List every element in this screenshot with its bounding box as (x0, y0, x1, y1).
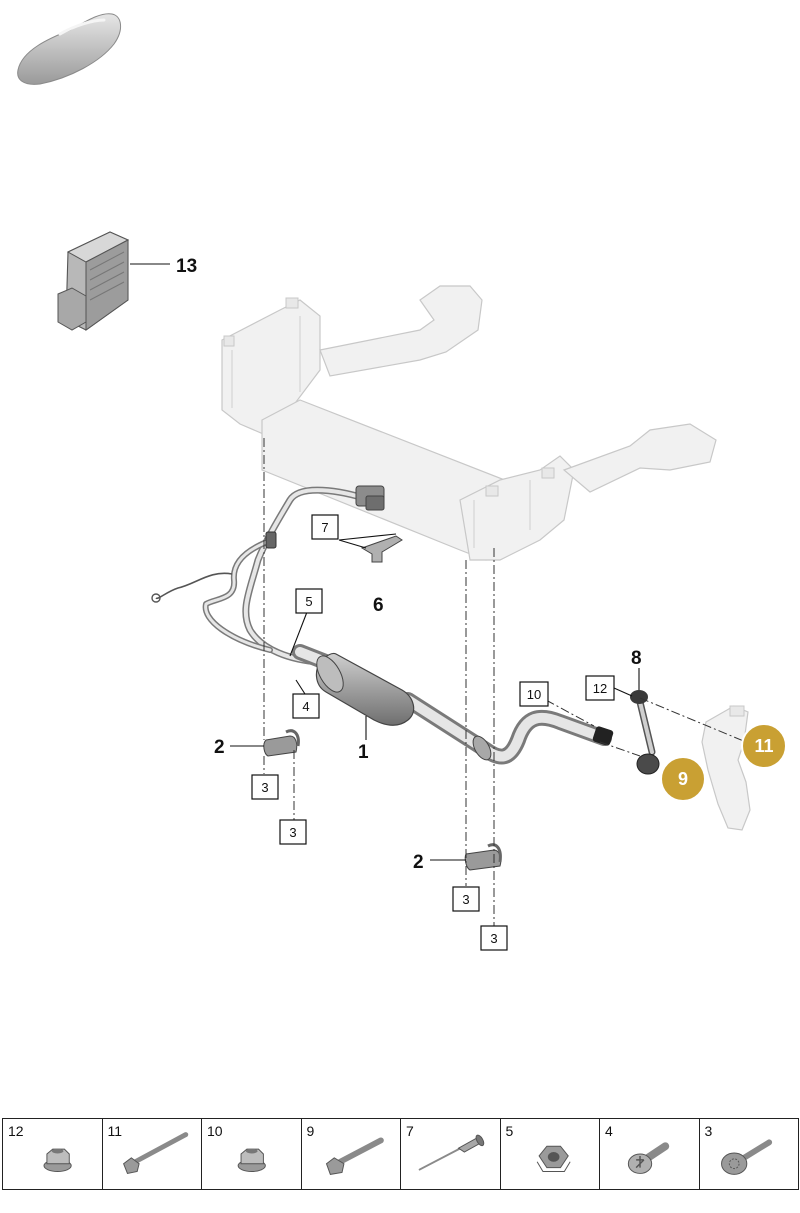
callout-box-3a (251, 774, 279, 800)
parts-cell-10[interactable]: 10 (202, 1119, 302, 1189)
callout-11: 11 (754, 736, 773, 756)
flange-nut-icon (237, 1148, 266, 1172)
callout-9: 9 (678, 769, 688, 789)
callout-box-10 (519, 681, 549, 707)
part-number-label: 11 (107, 1123, 123, 1139)
callout-2-right: 2 (413, 852, 424, 873)
callout-box-3c (452, 886, 480, 912)
callout-box-12 (585, 675, 615, 701)
part-number-label: 5 (505, 1123, 514, 1139)
clamp-right (464, 843, 502, 871)
parts-cell-9[interactable]: 9 (302, 1119, 401, 1189)
callout-4: 4 (302, 699, 309, 714)
clamp-left (263, 729, 300, 757)
callout-7: 7 (321, 520, 328, 535)
part-number-label: 3 (704, 1123, 713, 1139)
parts-cell-4[interactable]: 4 (600, 1119, 700, 1189)
alignment-line-link-b (599, 741, 641, 757)
callout-3a: 3 (261, 780, 268, 795)
callout-3c: 3 (462, 892, 469, 907)
callout-11-hotspot[interactable]: 11 (741, 723, 787, 769)
callout-box-3b (279, 819, 307, 845)
parts-cell-12[interactable]: 12 (3, 1119, 103, 1189)
drop-link (630, 690, 660, 775)
rivet-icon (418, 1134, 485, 1171)
torx-screw-icon (627, 1142, 670, 1174)
leader-4 (295, 679, 306, 695)
bolt-icon (325, 1137, 384, 1175)
callout-12: 12 (593, 681, 607, 696)
part-number-label: 9 (306, 1123, 315, 1139)
knuckle-bracket (701, 705, 751, 831)
hex-nut-icon (536, 1145, 571, 1172)
front-subframe (221, 285, 717, 561)
callout-10: 10 (527, 687, 541, 702)
callout-3b: 3 (289, 825, 296, 840)
callout-2-left: 2 (214, 737, 225, 758)
parts-cell-5[interactable]: 5 (501, 1119, 600, 1189)
callout-box-5 (295, 588, 323, 614)
leader-7 (338, 539, 367, 549)
parts-cell-3[interactable]: 3 (700, 1119, 799, 1189)
callout-8: 8 (631, 648, 642, 669)
long-bolt-icon (122, 1132, 188, 1175)
part-number-label: 10 (207, 1123, 223, 1139)
callout-1: 1 (358, 742, 369, 763)
callout-box-4 (292, 693, 320, 719)
bracket-6 (360, 535, 403, 563)
part-number-label: 12 (8, 1123, 24, 1139)
leader-7b (338, 533, 397, 541)
vehicle-thumbnail (17, 13, 121, 85)
fastener-parts-table: 12 11 10 9 7 (2, 1118, 799, 1190)
alignment-line-link-a (639, 697, 747, 743)
callout-5: 5 (305, 594, 312, 609)
parts-cell-7[interactable]: 7 (401, 1119, 501, 1189)
part-number-label: 7 (406, 1123, 414, 1139)
callout-13: 13 (176, 256, 197, 277)
callout-box-3d (480, 925, 508, 951)
callout-box-7 (311, 514, 339, 540)
splined-bolt-icon (720, 1139, 772, 1175)
muffler (315, 652, 492, 761)
control-unit (57, 231, 130, 331)
wiring-harness (151, 485, 385, 666)
parts-cell-11[interactable]: 11 (103, 1119, 202, 1189)
part-number-label: 4 (605, 1123, 613, 1139)
leader-12 (613, 687, 633, 697)
callout-9-hotspot[interactable]: 9 (660, 756, 706, 802)
callout-6: 6 (373, 595, 384, 616)
callout-3d: 3 (490, 931, 497, 946)
flange-nut-icon (43, 1148, 72, 1172)
leader-5 (289, 611, 308, 657)
